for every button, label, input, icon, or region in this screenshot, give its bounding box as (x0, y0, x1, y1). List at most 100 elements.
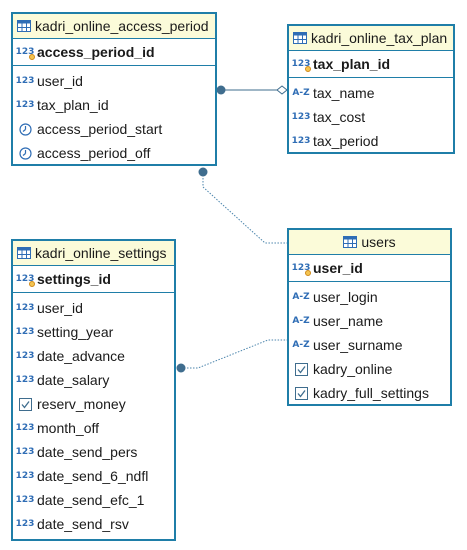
numeric-type-icon: 123 (15, 76, 35, 86)
numeric-type-icon: 123 (15, 351, 35, 361)
column-name: kadry_full_settings (313, 385, 429, 401)
table-kadri-online-access-period[interactable]: kadri_online_access_period 123 access_pe… (11, 12, 217, 166)
table-header[interactable]: kadri_online_settings (13, 241, 174, 266)
numeric-type-icon: 123 (291, 112, 311, 122)
text-type-icon: A-Z (292, 316, 310, 326)
column-name: kadry_online (313, 361, 393, 377)
table-header[interactable]: users (289, 230, 450, 255)
column-name: settings_id (37, 271, 111, 287)
numeric-type-icon: 123 (15, 519, 35, 529)
numeric-type-icon: 123 (15, 303, 35, 313)
text-type-icon: A-Z (292, 88, 310, 98)
table-name: kadri_online_tax_plan (311, 30, 448, 46)
column-name: user_id (313, 260, 363, 276)
relationship-access-period-tax-plan[interactable] (216, 85, 288, 95)
numeric-type-icon: 123 (15, 327, 35, 337)
table-kadri-online-tax-plan[interactable]: kadri_online_tax_plan 123 tax_plan_id A-… (287, 24, 455, 154)
text-type-icon: A-Z (292, 340, 310, 350)
numeric-key-icon: 123 (291, 59, 311, 72)
primary-key-row[interactable]: 123 user_id (289, 255, 450, 282)
table-header[interactable]: kadri_online_tax_plan (289, 26, 453, 51)
table-icon (343, 236, 358, 248)
column-row[interactable]: access_period_start (13, 117, 215, 141)
numeric-type-icon: 123 (15, 423, 35, 433)
table-kadri-online-settings[interactable]: kadri_online_settings 123 settings_id 12… (11, 239, 176, 541)
numeric-type-icon: 123 (15, 471, 35, 481)
column-name: date_send_pers (37, 444, 138, 460)
checkbox-icon (15, 397, 35, 411)
column-name: access_period_id (37, 44, 155, 60)
column-name: setting_year (37, 324, 114, 340)
column-name: reserv_money (37, 396, 126, 412)
relationship-settings-users[interactable] (176, 339, 288, 373)
numeric-type-icon: 123 (15, 447, 35, 457)
column-name: user_name (313, 313, 384, 329)
table-name: kadri_online_access_period (35, 18, 209, 34)
column-name: date_advance (37, 348, 125, 364)
column-name: user_id (37, 300, 83, 316)
numeric-key-icon: 123 (291, 263, 311, 276)
clock-icon (15, 122, 35, 136)
relationship-access-period-users[interactable] (198, 167, 288, 244)
column-row[interactable]: kadry_online (289, 357, 450, 381)
checkbox-icon (291, 386, 311, 400)
clock-icon (15, 146, 35, 160)
primary-key-row[interactable]: 123 tax_plan_id (289, 51, 453, 78)
column-name: month_off (37, 420, 100, 436)
column-name: date_send_efc_1 (37, 492, 145, 508)
table-name: users (361, 234, 396, 250)
column-name: user_surname (313, 337, 403, 353)
column-name: date_send_rsv (37, 516, 129, 532)
column-name: tax_plan_id (313, 56, 391, 72)
column-name: user_id (37, 73, 83, 89)
primary-key-row[interactable]: 123 access_period_id (13, 39, 215, 66)
column-name: tax_period (313, 133, 379, 149)
column-row[interactable]: access_period_off (13, 141, 215, 165)
table-icon (293, 32, 307, 44)
column-name: tax_plan_id (37, 97, 109, 113)
column-row[interactable]: reserv_money (13, 392, 174, 416)
table-name: kadri_online_settings (35, 245, 167, 261)
numeric-key-icon: 123 (15, 274, 35, 287)
table-header[interactable]: kadri_online_access_period (13, 14, 215, 39)
column-name: tax_cost (313, 109, 366, 125)
column-name: user_login (313, 289, 378, 305)
numeric-type-icon: 123 (291, 136, 311, 146)
column-name: tax_name (313, 85, 375, 101)
table-icon (17, 247, 31, 259)
column-name: access_period_off (37, 145, 151, 161)
column-row[interactable]: kadry_full_settings (289, 381, 450, 405)
table-icon (17, 20, 31, 32)
text-type-icon: A-Z (292, 292, 310, 302)
primary-key-row[interactable]: 123 settings_id (13, 266, 174, 293)
column-name: access_period_start (37, 121, 163, 137)
column-name: date_salary (37, 372, 110, 388)
numeric-key-icon: 123 (15, 47, 35, 60)
column-name: date_send_6_ndfl (37, 468, 149, 484)
numeric-type-icon: 123 (15, 100, 35, 110)
